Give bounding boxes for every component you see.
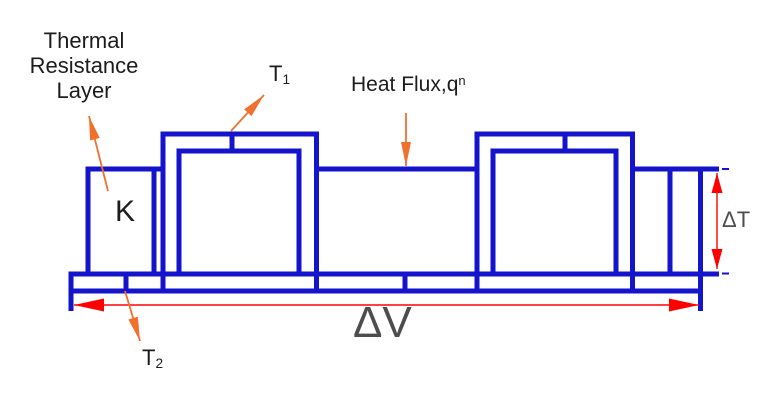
t2-leader-arrow: [124, 290, 141, 342]
label-delta-v: ΔV: [353, 298, 412, 347]
t1-leader-arrow: [230, 94, 265, 132]
label-delta-t: ΔT: [722, 207, 751, 232]
label-heat-flux: Heat Flux,qn: [351, 72, 466, 96]
thermal-resistance-leader-arrow: [88, 115, 109, 192]
label-k: K: [115, 195, 136, 228]
label-thermal-resistance-layer: Thermal Resistance Layer: [29, 28, 139, 103]
label-t1: T1: [269, 61, 291, 87]
label-t2: T2: [142, 345, 164, 371]
